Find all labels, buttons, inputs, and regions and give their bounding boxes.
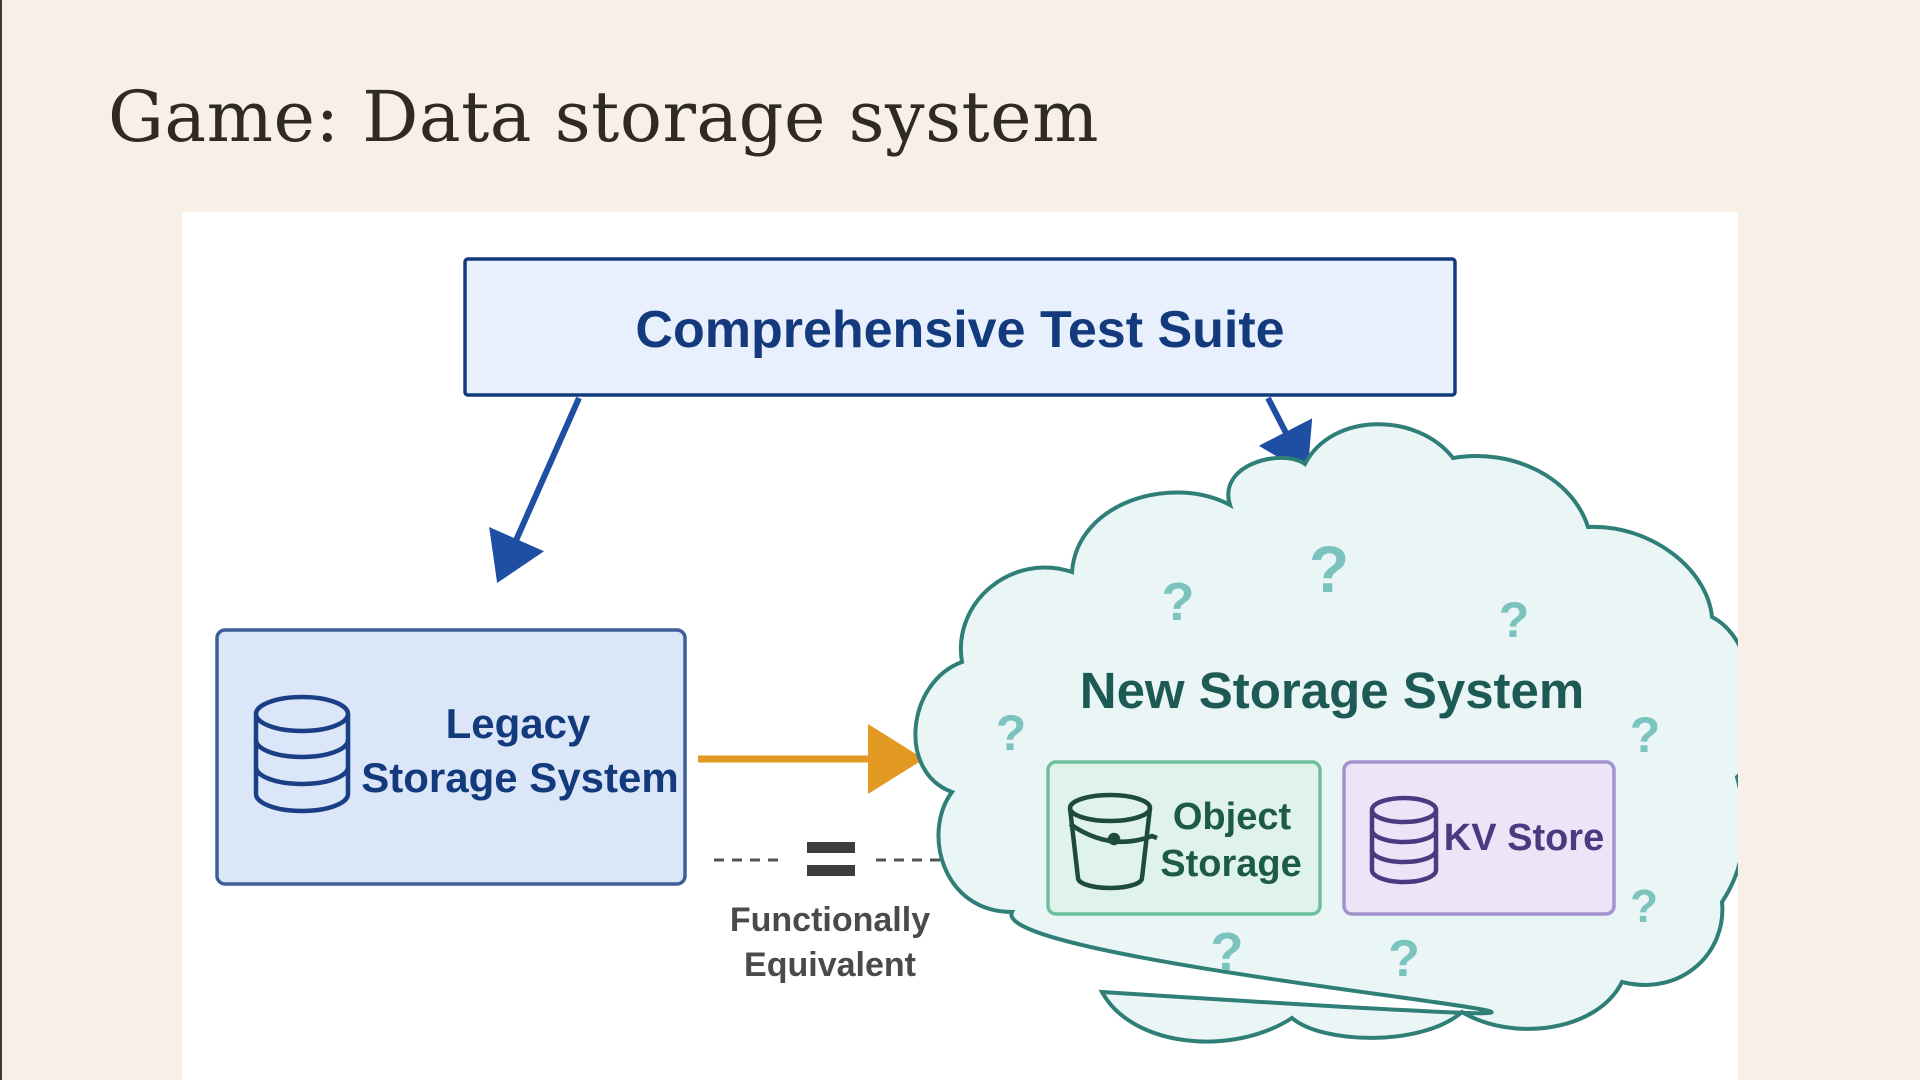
slide-left-border [0,0,2,1080]
question-mark: ? [1309,532,1349,606]
diagram-canvas: Comprehensive Test Suite Legacy Storage … [215,257,1738,1044]
test-suite-label: Comprehensive Test Suite [635,301,1284,359]
question-mark: ? [1630,707,1661,763]
database-icon [1369,795,1439,885]
diagram-figure: Comprehensive Test Suite Legacy Storage … [182,212,1738,1080]
equals-sign-bar [807,865,855,876]
bucket-icon [1067,792,1158,891]
question-mark: ? [1211,922,1244,982]
new-storage-cloud: ? ? ? ? ? ? ? ? New Storage System Objec… [913,422,1738,1044]
question-mark: ? [1630,880,1658,932]
question-mark: ? [1388,930,1420,988]
equals-sign-bar [807,842,855,853]
slide-title: Game: Data storage system [108,76,1099,158]
question-mark: ? [1162,572,1195,632]
equivalence-label-line1: Functionally [730,901,930,939]
legacy-label-line1: Legacy [446,700,591,747]
object-storage-box: Object Storage [1046,760,1322,916]
test-to-new-arrow [1258,396,1313,475]
question-mark: ? [1499,592,1530,648]
equivalence-label-line2: Equivalent [744,946,916,984]
object-storage-label-line1: Object [1173,796,1292,838]
object-storage-label-line2: Storage [1160,843,1301,885]
question-mark: ? [996,705,1027,761]
database-icon [253,694,351,814]
kv-store-label: KV Store [1444,817,1604,859]
cloud-shape [913,422,1738,1044]
new-storage-label: New Storage System [1080,662,1585,719]
test-suite-box: Comprehensive Test Suite [463,257,1457,397]
equivalence-indicator: Functionally Equivalent [714,842,948,984]
legacy-label-line2: Storage System [361,754,678,801]
test-to-legacy-arrow [489,396,582,583]
legacy-storage-box: Legacy Storage System [215,628,687,886]
kv-store-box: KV Store [1342,760,1616,916]
